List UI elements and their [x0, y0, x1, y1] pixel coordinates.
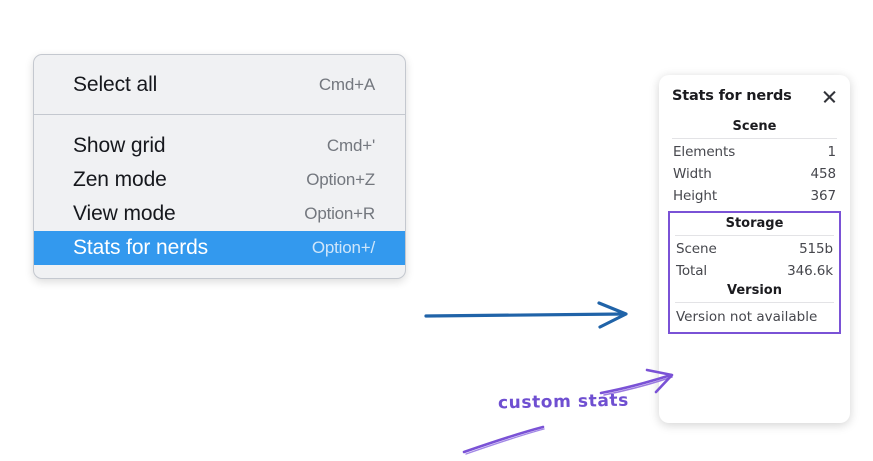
stat-key: Scene: [676, 241, 717, 257]
divider: [672, 138, 837, 139]
stat-row-height: Height 367: [670, 185, 839, 207]
menu-item-label: Select all: [73, 73, 158, 96]
menu-item-label: View mode: [73, 202, 176, 225]
canvas-context-menu[interactable]: Select all Cmd+A Show grid Cmd+' Zen mod…: [33, 54, 406, 279]
stat-value: 346.6k: [787, 263, 833, 279]
menu-group-view: Show grid Cmd+' Zen mode Option+Z View m…: [34, 115, 405, 278]
menu-item-stats-for-nerds[interactable]: Stats for nerds Option+/: [34, 231, 405, 265]
custom-stats-underline-stroke: [462, 425, 545, 455]
stat-value: 1: [827, 144, 837, 160]
menu-to-panel-arrow: [424, 301, 628, 329]
stats-panel-title: Stats for nerds: [672, 88, 792, 104]
menu-item-show-grid[interactable]: Show grid Cmd+': [34, 129, 405, 163]
custom-stats-annotation-label: custom stats: [497, 390, 630, 414]
divider: [675, 302, 834, 303]
version-status-text: Version not available: [676, 309, 818, 325]
storage-section-heading: Storage: [725, 216, 784, 231]
menu-item-shortcut: Option+/: [311, 238, 375, 257]
stat-row-storage-scene: Scene 515b: [673, 238, 836, 260]
stat-row-elements: Elements 1: [670, 141, 839, 163]
stat-key: Height: [673, 188, 718, 204]
stat-value: 458: [810, 166, 837, 182]
stat-key: Width: [673, 166, 712, 182]
close-icon[interactable]: [822, 89, 837, 104]
menu-item-select-all[interactable]: Select all Cmd+A: [34, 68, 405, 102]
stats-panel-header: Stats for nerds: [670, 88, 839, 104]
menu-item-label: Stats for nerds: [73, 236, 209, 259]
custom-stats-section: Storage Scene 515b Total 346.6k Version …: [668, 211, 841, 334]
menu-item-label: Zen mode: [73, 168, 167, 191]
menu-item-shortcut: Cmd+A: [318, 75, 375, 94]
version-section-heading: Version: [727, 283, 782, 298]
menu-group-selection: Select all Cmd+A: [34, 55, 405, 115]
menu-item-shortcut: Option+R: [304, 204, 375, 223]
divider: [675, 235, 834, 236]
menu-item-zen-mode[interactable]: Zen mode Option+Z: [34, 163, 405, 197]
stat-value: 515b: [799, 241, 833, 257]
stat-row-width: Width 458: [670, 163, 839, 185]
menu-item-shortcut: Cmd+': [326, 136, 375, 155]
stat-value: 367: [810, 188, 837, 204]
stats-for-nerds-panel: Stats for nerds Scene Elements 1 Width 4…: [659, 75, 850, 423]
stat-row-storage-total: Total 346.6k: [673, 260, 836, 282]
menu-item-label: Show grid: [73, 134, 166, 157]
menu-item-view-mode[interactable]: View mode Option+R: [34, 197, 405, 231]
menu-item-shortcut: Option+Z: [306, 170, 375, 189]
scene-section-heading: Scene: [732, 119, 777, 134]
stat-key: Total: [676, 263, 708, 279]
stat-key: Elements: [673, 144, 736, 160]
